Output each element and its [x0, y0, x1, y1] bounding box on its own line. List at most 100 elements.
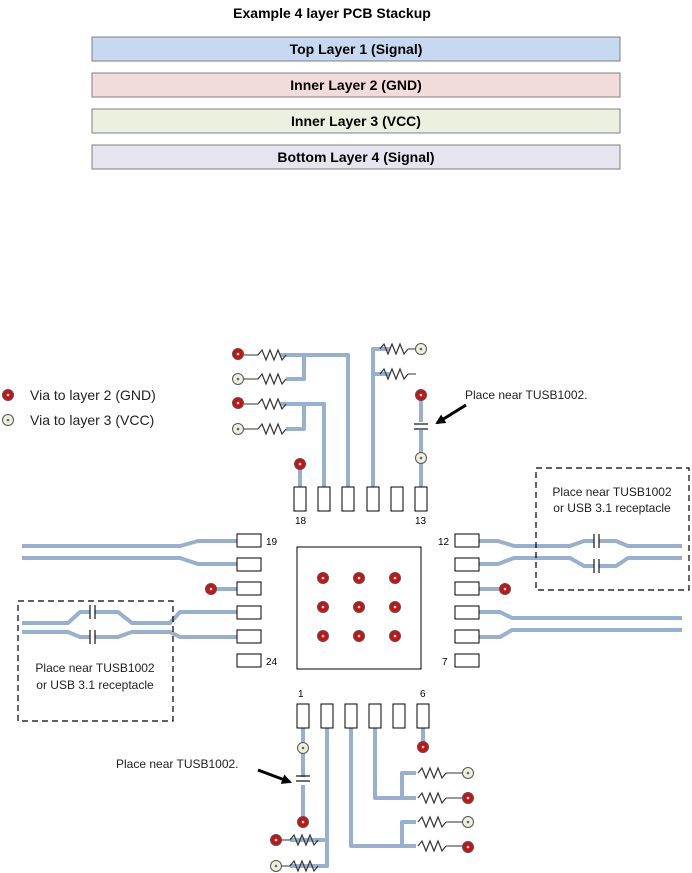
pad [320, 703, 334, 729]
pad [366, 486, 380, 512]
gnd-via-icon [2, 389, 14, 401]
gnd-via [353, 630, 365, 642]
trace [290, 720, 329, 868]
pin-number-7: 7 [442, 657, 448, 668]
pad [236, 653, 262, 668]
resistor [417, 815, 447, 829]
gnd-via [389, 630, 401, 642]
resistors [244, 342, 462, 873]
pad [454, 557, 480, 572]
trace [304, 402, 326, 492]
gnd-via [205, 583, 217, 595]
pin-number-12: 12 [438, 537, 450, 548]
gnd-via [294, 458, 306, 470]
trace [22, 630, 240, 639]
resistor [257, 348, 287, 362]
trace [22, 556, 240, 566]
place-near-top-arrow [435, 403, 467, 425]
pad [390, 486, 404, 512]
resistor [417, 766, 447, 780]
pin-number-19: 19 [266, 537, 278, 548]
vcc-via [462, 767, 474, 779]
resistor-leads [408, 348, 416, 375]
pad [344, 703, 358, 729]
gnd-via [317, 601, 329, 613]
pin-number-18: 18 [295, 516, 307, 527]
legend: Via to layer 2 (GND) Via to layer 3 (VCC… [2, 387, 156, 428]
gnd-via [353, 572, 365, 584]
gnd-via [462, 841, 474, 853]
pin-number-13: 13 [415, 516, 427, 527]
capacitor [89, 605, 96, 619]
gnd-via [353, 601, 365, 613]
trace [22, 539, 240, 548]
trace [373, 720, 416, 800]
trace [458, 610, 682, 620]
pad [414, 486, 428, 512]
gnd-via [270, 834, 282, 846]
stackup-title: Example 4 layer PCB Stackup [233, 5, 431, 21]
vcc-via [462, 816, 474, 828]
place-near-bottom-label: Place near TUSB1002. [116, 757, 239, 771]
gnd-via [389, 572, 401, 584]
trace [22, 610, 240, 625]
resistor-leads [282, 839, 290, 867]
capacitor [593, 559, 600, 573]
pad [317, 486, 331, 512]
gnd-via [232, 397, 244, 409]
vcc-via [297, 742, 309, 754]
resistor [289, 859, 319, 873]
pin-number-1: 1 [298, 689, 304, 700]
vcc-via-icon [2, 414, 14, 426]
vcc-via [232, 373, 244, 385]
pad [236, 581, 262, 596]
pin-number-6: 6 [420, 689, 426, 700]
pad [368, 703, 382, 729]
resistor [417, 839, 447, 853]
vcc-vias [232, 343, 474, 872]
resistor [257, 422, 287, 436]
pad [236, 533, 262, 548]
layer-2-bar [91, 72, 621, 98]
layer-2-label: Inner Layer 2 (GND) [290, 77, 421, 93]
gnd-via [389, 601, 401, 613]
pad [341, 486, 355, 512]
pad [416, 703, 430, 729]
legend-vcc-label: Via to layer 3 (VCC) [30, 412, 154, 428]
vcc-via [415, 343, 427, 355]
gnd-via [232, 348, 244, 360]
place-near-bottom-arrow [257, 768, 292, 784]
pad [454, 629, 480, 644]
pad [454, 581, 480, 596]
pad [236, 605, 262, 620]
layer-4-label: Bottom Layer 4 (Signal) [277, 149, 434, 165]
resistor-leads [244, 354, 258, 430]
vcc-via [232, 423, 244, 435]
pad [454, 605, 480, 620]
resistor [257, 372, 287, 386]
legend-gnd-label: Via to layer 2 (GND) [30, 387, 156, 403]
capacitor [89, 630, 96, 644]
gnd-via [317, 572, 329, 584]
stackup: Top Layer 1 (Signal) Inner Layer 2 (GND)… [91, 36, 621, 170]
gnd-via [499, 583, 511, 595]
pad [293, 486, 307, 512]
pad [392, 703, 406, 729]
trace [349, 720, 416, 848]
gnd-vias [205, 348, 511, 853]
gnd-via [462, 792, 474, 804]
gnd-via [415, 389, 427, 401]
resistor [379, 367, 409, 381]
gnd-via [417, 741, 429, 753]
left-placement-box [17, 600, 174, 722]
vcc-via [415, 452, 427, 464]
layer-3-label: Inner Layer 3 (VCC) [291, 113, 421, 129]
pad [454, 533, 480, 548]
vcc-via [270, 860, 282, 872]
gnd-via [317, 630, 329, 642]
left-box-line1: Place near TUSB1002 [35, 661, 155, 675]
capacitor [296, 775, 310, 782]
pin-number-24: 24 [266, 657, 278, 668]
trace [280, 402, 306, 431]
